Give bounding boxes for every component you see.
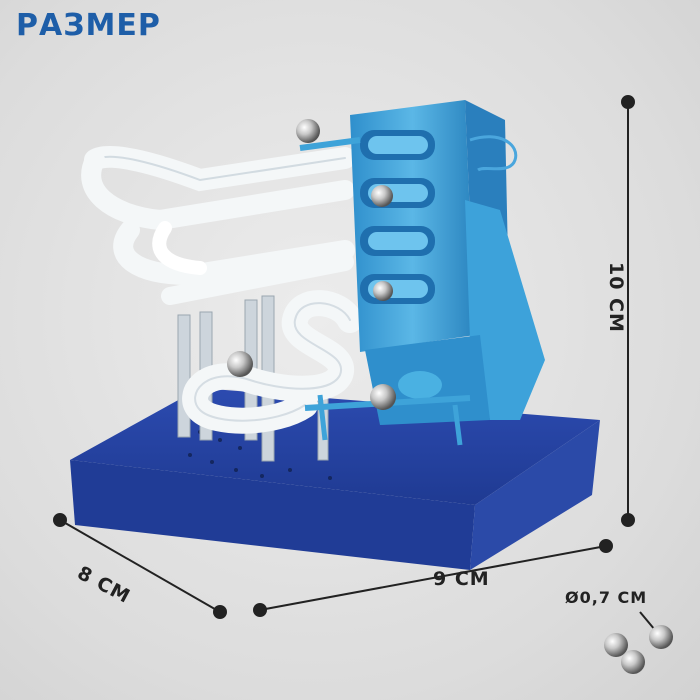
ball-diameter-label: Ø0,7 СМ [565,588,648,607]
steel-balls [227,119,396,410]
sample-balls [604,625,673,674]
white-track-lower [182,290,363,434]
width-dimension-label: 9 СМ [433,568,490,590]
height-dimension-label: 10 СМ [605,262,627,333]
dimension-lines [53,95,656,631]
page-title: РАЗМЕР [16,8,161,43]
white-track-upper [81,145,356,305]
